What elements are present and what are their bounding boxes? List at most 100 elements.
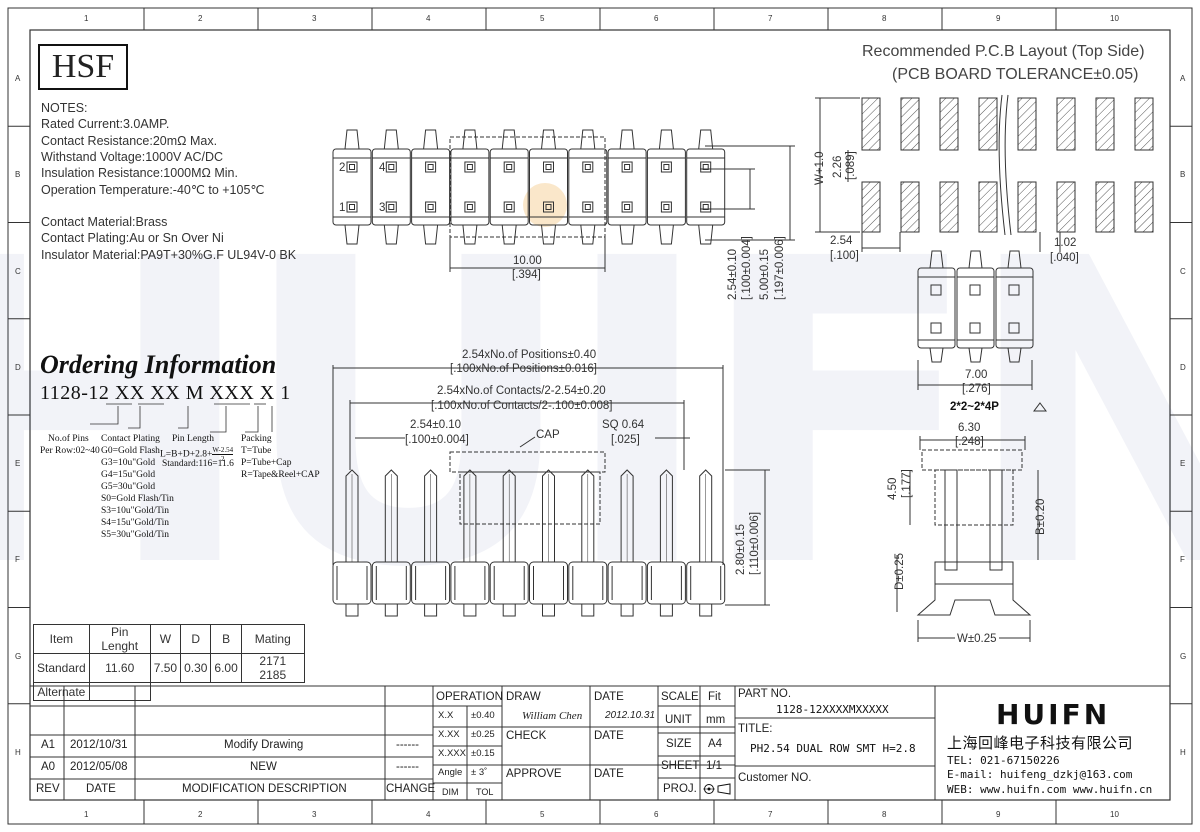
list-item: T=Tube <box>241 446 272 456</box>
zone-col-label: 1 <box>84 810 89 819</box>
top-pin-square-inner <box>427 164 434 170</box>
dim-side-w: 6.30 <box>958 422 981 434</box>
zone-row-label: G <box>1180 651 1187 661</box>
table-row: Alternate <box>33 682 305 701</box>
top-pin-square-inner <box>624 164 631 170</box>
pins-head: No.of Pins <box>48 434 89 444</box>
huifn-logo: HUIFN <box>996 698 1111 731</box>
small-pin-tail <box>1007 250 1022 269</box>
top-pin-square <box>385 161 397 173</box>
note-line: Rated Current:3.0AMP. <box>41 117 170 132</box>
date-label-2: DATE <box>594 730 624 742</box>
list-item: R=Tape&Reel+CAP <box>241 470 320 480</box>
top-pin-tail <box>344 224 360 245</box>
pcb-pad <box>1134 97 1154 151</box>
small-pin-square <box>930 322 942 334</box>
pcb-pad <box>861 181 881 233</box>
small-pin-square <box>969 284 981 296</box>
dim-pcb-pitch: 2.54 <box>830 235 853 247</box>
dim-height-v: 5.00±0.15 <box>759 248 771 300</box>
rev-head-date: DATE <box>86 783 116 795</box>
small-pin-tail <box>1007 347 1022 363</box>
company-tel: TEL: 021-67150226 <box>947 754 1060 767</box>
rev-a1-date: 2012/10/31 <box>70 739 128 751</box>
dim-side-ww: W±0.25 <box>955 633 999 646</box>
top-pin-housing <box>529 148 568 226</box>
list-item: P=Tube+Cap <box>241 458 292 468</box>
small-pin-tail <box>929 347 944 363</box>
dim-cap: CAP <box>536 429 560 441</box>
top-pin-square-inner <box>584 164 591 170</box>
zone-col-label: 5 <box>540 14 545 23</box>
note-line: NOTES: <box>41 101 88 115</box>
pin-label-2: 2 <box>339 162 346 174</box>
dim-positions: 2.54xNo.of Positions±0.40 <box>462 349 597 361</box>
top-pin-tail <box>423 129 439 150</box>
top-pin-tail <box>462 129 478 150</box>
layout-title-line1: Recommended P.C.B Layout (Top Side) <box>862 43 1145 60</box>
projection-icon <box>703 783 731 795</box>
dim-top-width: 10.00 <box>513 255 542 267</box>
top-pin-square <box>346 201 358 213</box>
rev-a1: A1 <box>41 739 56 751</box>
zone-col-label: 2 <box>198 810 203 819</box>
note-line: Withstand Voltage:1000V AC/DC <box>41 149 224 164</box>
pin-label-1: 1 <box>339 202 346 214</box>
list-item: G3=10u"Gold <box>101 458 156 468</box>
zone-row-label: F <box>15 555 20 565</box>
top-pin-housing <box>686 148 726 226</box>
dim-small-w: 7.00 <box>965 369 988 381</box>
top-pin-square <box>660 201 672 213</box>
approve-label: APPROVE <box>506 768 562 780</box>
top-pin-square-inner <box>349 204 355 210</box>
rev-a0-desc: NEW <box>250 761 277 773</box>
dim-sq-in: [.025] <box>611 434 640 446</box>
tol-value: ±0.15 <box>471 748 495 759</box>
top-pin-tail <box>344 129 360 150</box>
length-head: Pin Length <box>172 434 214 444</box>
size-value: A4 <box>708 738 723 750</box>
dim-label: DIM <box>442 787 459 797</box>
hsf-logo: HSF <box>38 44 128 90</box>
front-pin-foot <box>463 603 477 617</box>
dim-positions-in: [.100xNo.of Positions±0.016] <box>450 363 597 375</box>
pcb-pad <box>1056 181 1076 233</box>
top-pin-square-inner <box>466 164 473 170</box>
customer-label: Customer NO. <box>738 772 812 784</box>
table-row: Standard 11.60 7.50 0.30 6.00 2171 2185 <box>33 653 305 683</box>
dim-small-w-in: [.276] <box>962 383 991 395</box>
dim-sq: SQ 0.64 <box>602 419 645 431</box>
top-pin-tail <box>698 129 714 150</box>
dim-pitch-h-in: [.100±0.004] <box>405 434 469 446</box>
ordering-leaders <box>90 403 273 433</box>
company-web: WEB: www.huifn.com www.huifn.cn <box>947 783 1153 796</box>
packing-head: Packing <box>241 434 272 444</box>
tol-value: ±0.25 <box>471 729 495 740</box>
zone-col-label: 8 <box>882 810 887 819</box>
top-pin-square <box>700 201 712 213</box>
pcb-pad <box>861 97 881 151</box>
zone-col-label: 7 <box>768 14 773 23</box>
company-name: 上海回峰电子科技有限公司 <box>947 734 1134 752</box>
zone-col-label: 9 <box>996 14 1001 23</box>
pcb-pad <box>939 181 959 233</box>
ordering-code: 1128-12 XX XX M XXX X 1 <box>40 382 291 404</box>
top-pin-tail <box>462 224 478 245</box>
top-pin-square <box>700 161 712 173</box>
zone-col-label: 5 <box>540 810 545 819</box>
dim-pcb-p: 2.26 <box>832 155 844 178</box>
small-pin-tail <box>968 250 983 269</box>
top-view <box>332 129 795 272</box>
spec-cell: 0.30 <box>180 653 212 683</box>
list-item: G5=30u"Gold <box>101 482 156 492</box>
top-pin-tail <box>580 129 596 150</box>
small-pin-housing <box>956 267 995 349</box>
zone-row-label: B <box>1180 170 1186 180</box>
top-pin-tail <box>658 224 674 245</box>
front-pin <box>424 469 438 562</box>
dim-pitch-v-in: [.100±0.004] <box>741 236 753 300</box>
top-pin-tail <box>619 224 635 245</box>
spec-cell: 7.50 <box>149 653 182 683</box>
tol-dim: X.X <box>438 710 454 721</box>
